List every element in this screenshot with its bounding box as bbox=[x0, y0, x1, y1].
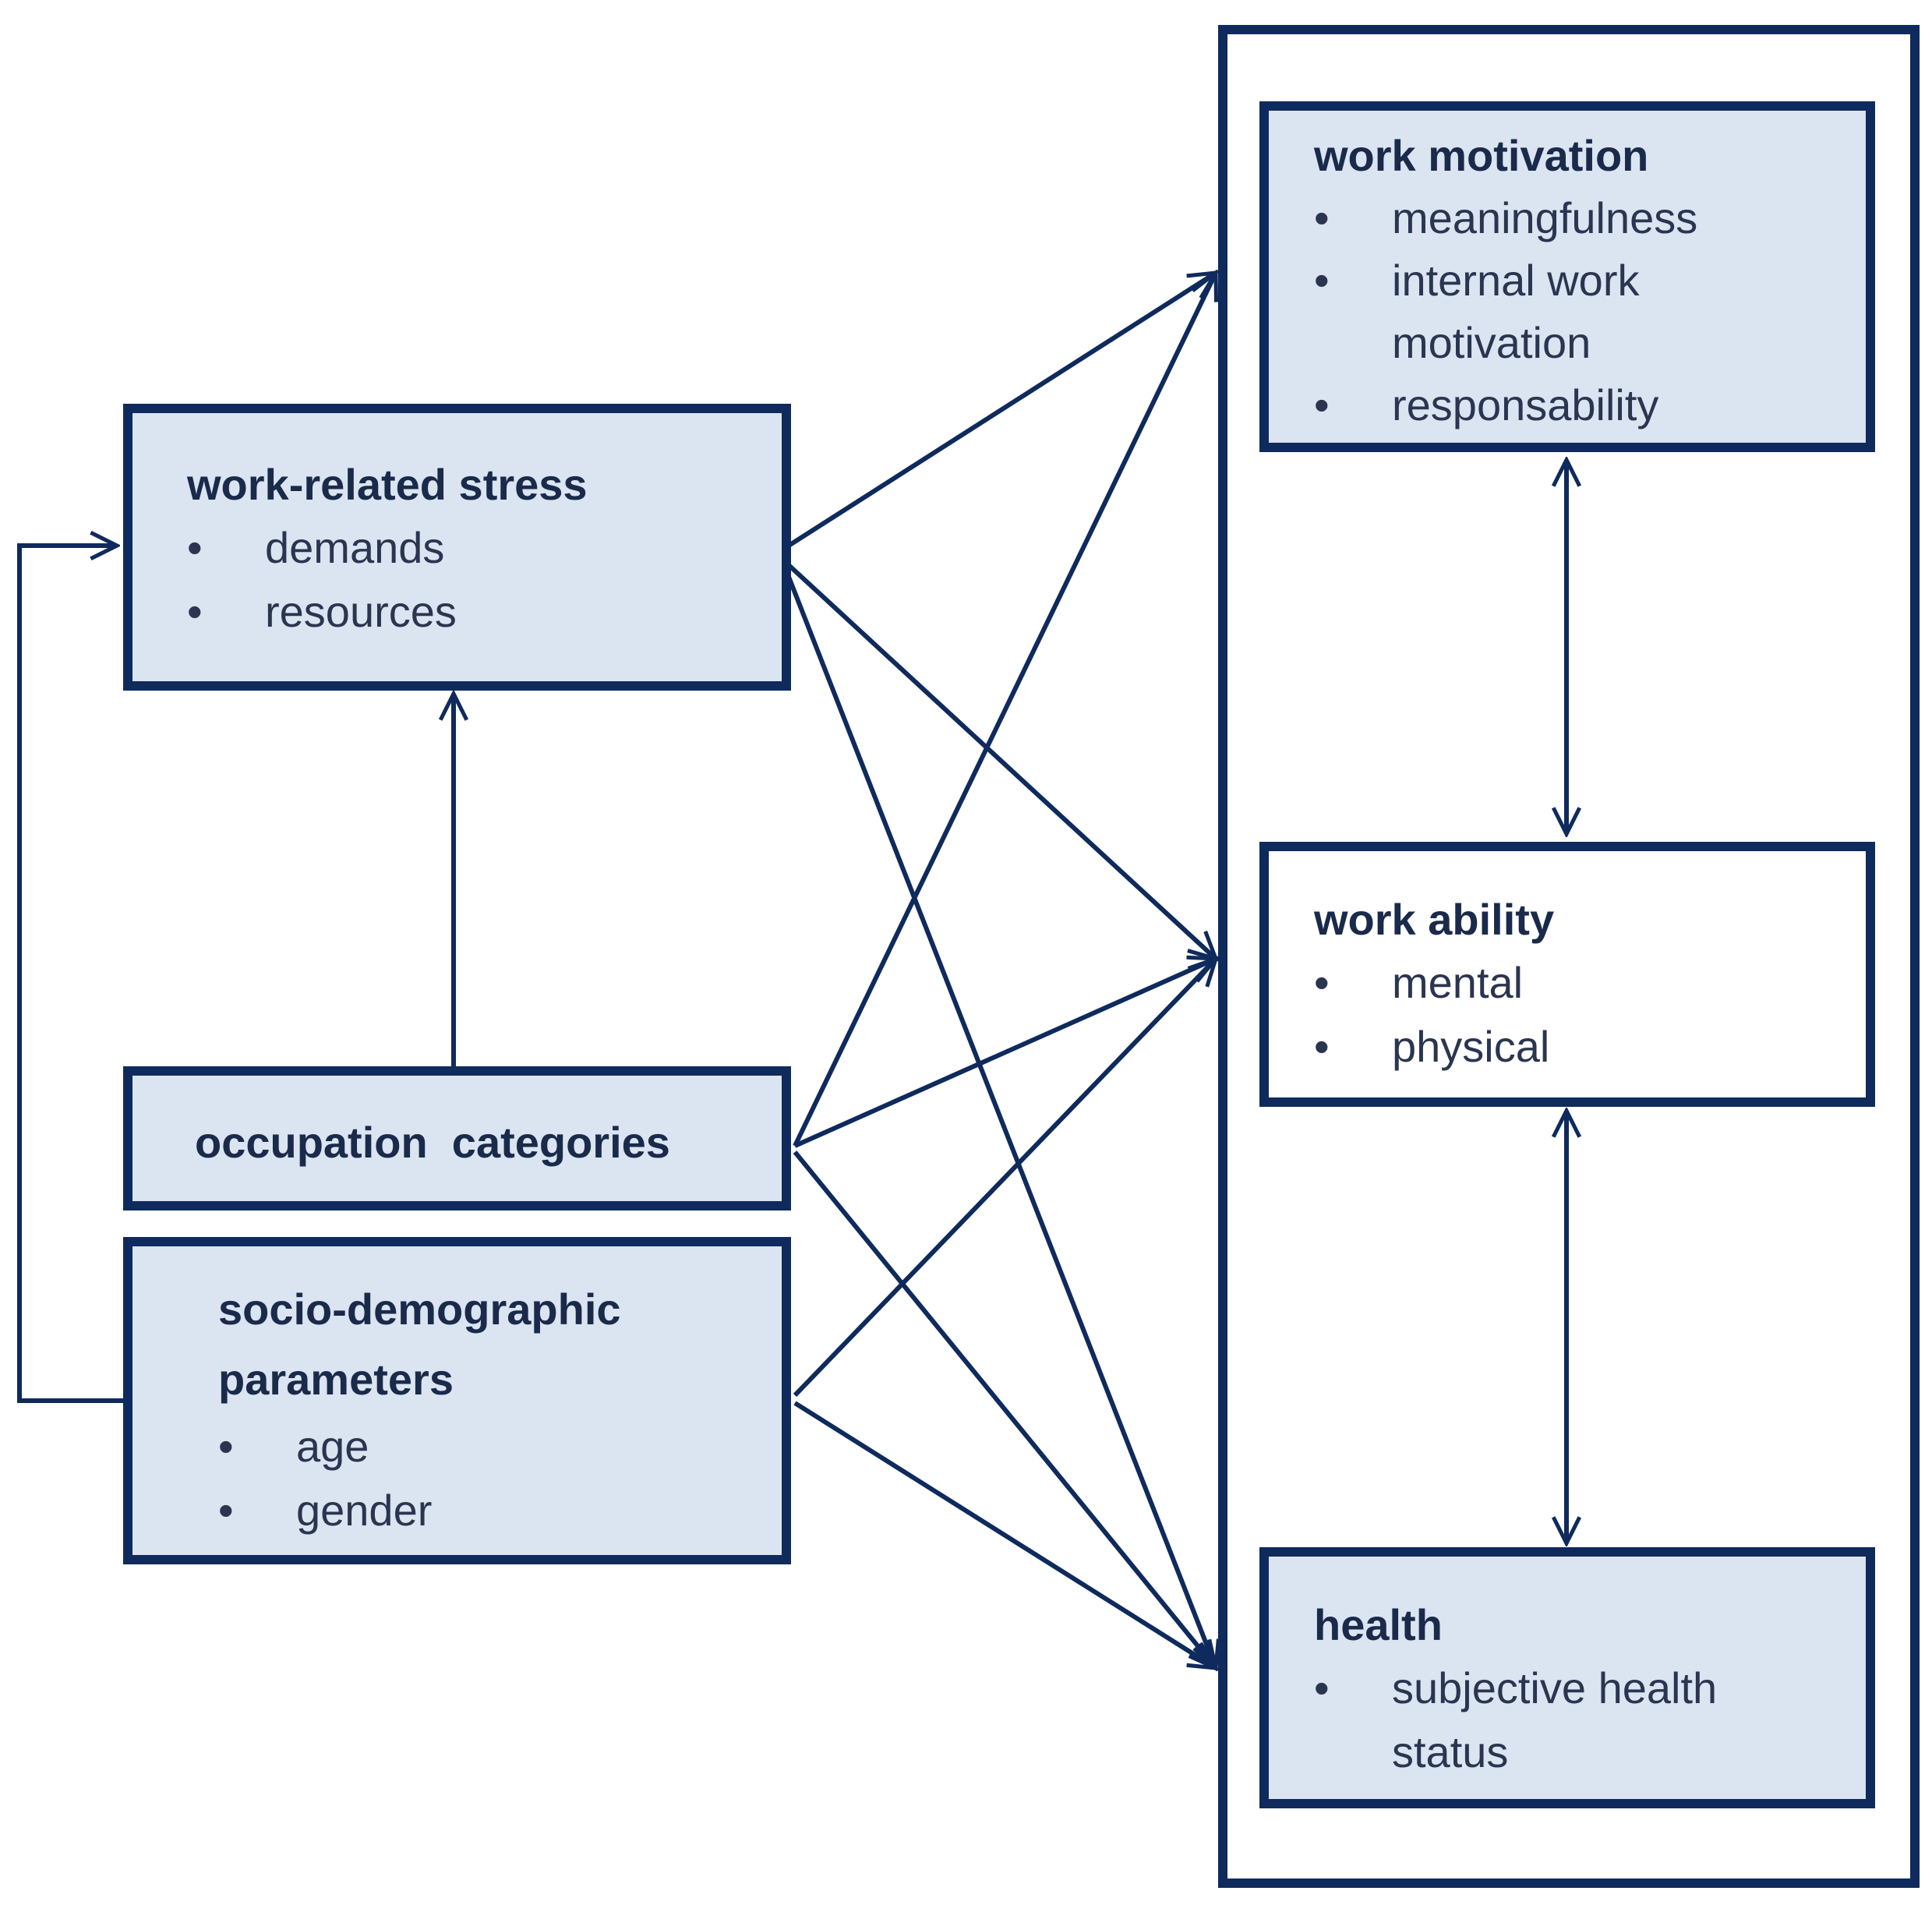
arrow-socio-to-ability bbox=[793, 959, 1216, 1398]
list-item: •internal work motivation bbox=[1314, 256, 1640, 367]
arrow-occupation-to-ability bbox=[793, 959, 1216, 1148]
socio-demographic-list: •age •gender bbox=[218, 1415, 751, 1543]
work-related-stress-title: work-related stress bbox=[187, 460, 588, 509]
list-item: •demands bbox=[187, 523, 445, 572]
work-related-stress-list: •demands •resources bbox=[187, 516, 782, 644]
work-motivation-box: work motivation •meaningfulness •interna… bbox=[1259, 101, 1875, 452]
work-ability-list: •mental •physical bbox=[1314, 951, 1842, 1079]
outcomes-frame bbox=[1218, 25, 1920, 1888]
work-motivation-title: work motivation bbox=[1314, 131, 1649, 180]
work-ability-box: work ability •mental •physical bbox=[1259, 842, 1875, 1107]
list-item: •mental bbox=[1314, 958, 1524, 1007]
health-list: •subjective health status bbox=[1314, 1656, 1842, 1784]
arrow-stress-to-motivation bbox=[787, 273, 1216, 548]
socio-demographic-box: socio-demographic parameters •age •gende… bbox=[123, 1237, 791, 1564]
health-title: health bbox=[1314, 1600, 1443, 1649]
occupation-categories-title: occupation categories bbox=[195, 1118, 670, 1167]
work-ability-title: work ability bbox=[1314, 895, 1555, 944]
occupation-categories-box: occupation categories bbox=[123, 1066, 791, 1211]
arrow-socio-to-stress-loop bbox=[17, 546, 123, 1403]
arrow-socio-to-health bbox=[793, 1401, 1216, 1668]
list-item: •gender bbox=[218, 1486, 433, 1535]
list-item: •meaningfulness bbox=[1314, 193, 1698, 242]
list-item: •responsability bbox=[1314, 380, 1659, 429]
list-item: •resources bbox=[187, 587, 457, 636]
work-related-stress-box: work-related stress •demands •resources bbox=[123, 404, 791, 691]
arrow-stress-to-ability bbox=[786, 563, 1216, 959]
list-item: •physical bbox=[1314, 1022, 1550, 1071]
work-motivation-list: •meaningfulness •internal work motivatio… bbox=[1314, 187, 1842, 436]
health-box: health •subjective health status bbox=[1259, 1547, 1875, 1808]
arrow-occupation-to-health bbox=[793, 1150, 1216, 1668]
list-item: •subjective health status bbox=[1314, 1663, 1718, 1776]
arrow-stress-to-health bbox=[786, 575, 1216, 1668]
list-item: •age bbox=[218, 1422, 369, 1471]
socio-demographic-title: socio-demographic parameters bbox=[218, 1285, 621, 1404]
arrow-occupation-to-motivation bbox=[793, 273, 1216, 1147]
